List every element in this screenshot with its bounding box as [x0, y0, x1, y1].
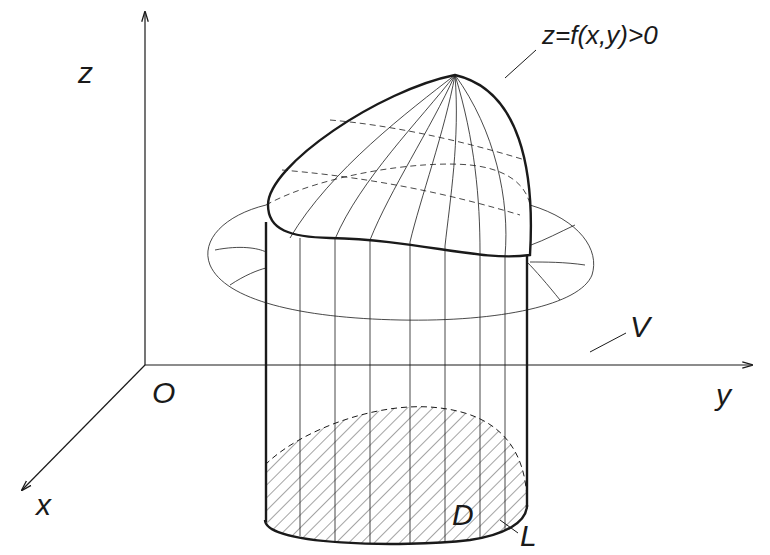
top-surface-outline: [268, 75, 531, 256]
solid-label: V: [630, 312, 650, 342]
origin-label: O: [152, 378, 175, 408]
region-label: D: [452, 500, 474, 530]
surface-equation: z=f(x,y)>0: [542, 22, 658, 48]
axis-label: z: [78, 58, 93, 88]
leader-lines: [500, 50, 626, 533]
cylinder-sides: [266, 222, 527, 522]
surface-meridians: [282, 75, 525, 256]
cylinder-generators: [300, 238, 505, 543]
surface-extension: [208, 164, 594, 320]
axis-label: x: [36, 490, 51, 520]
boundary-label: L: [520, 521, 537, 551]
axis-label: y: [716, 380, 731, 410]
